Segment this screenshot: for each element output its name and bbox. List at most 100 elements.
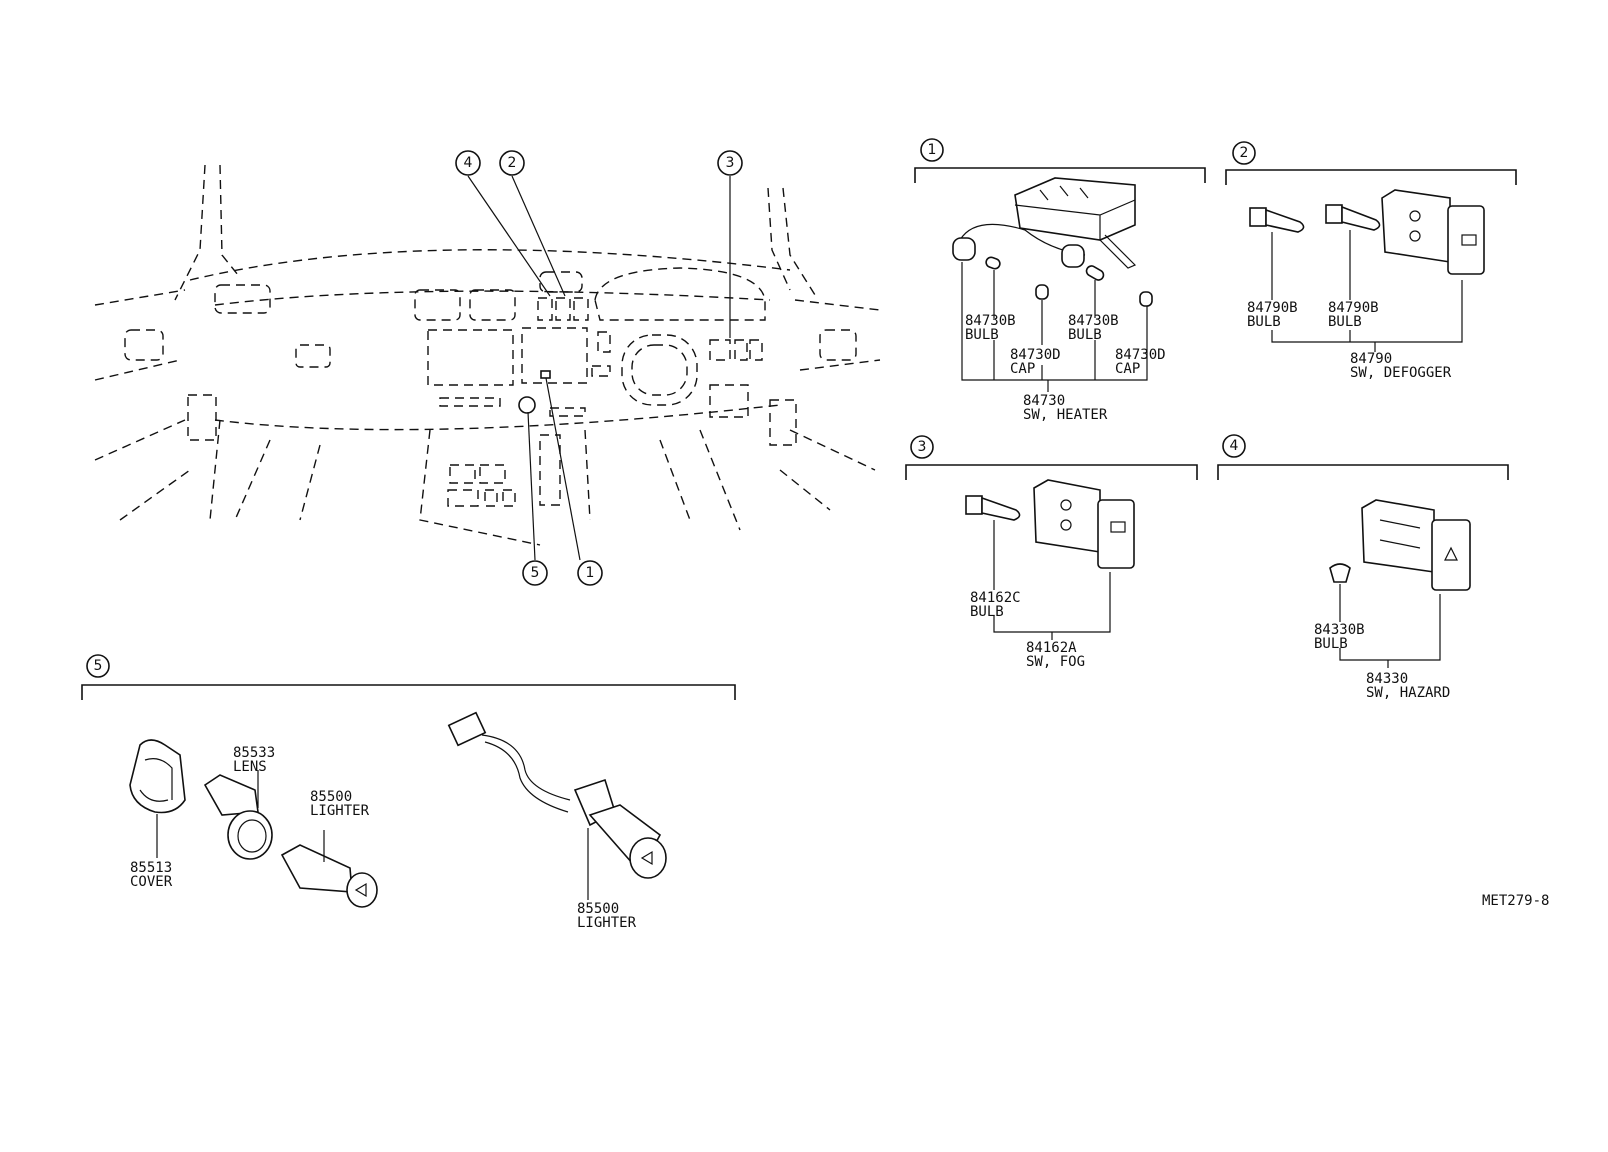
group-2-bulb-left-name: BULB <box>1247 314 1281 330</box>
hazard-switch-detail <box>1379 519 1421 549</box>
heater-control-unit <box>1014 177 1136 241</box>
lighter-element-body <box>280 844 353 893</box>
right-a-pillar <box>767 187 816 296</box>
defogger-bulb-left-base <box>1249 207 1267 227</box>
lighter-element-knob-mark <box>354 882 367 898</box>
group-3-number: 3 <box>918 439 927 455</box>
heater-cap-right <box>1139 291 1153 307</box>
console-slot-1 <box>449 464 476 484</box>
hazard-switch-symbol <box>1444 546 1458 561</box>
group-1-cap-right-number: 84730D <box>1115 347 1166 363</box>
console-slot-2 <box>479 464 506 484</box>
defogger-switch-lens-b <box>1409 230 1421 242</box>
callout-1-circle <box>577 560 603 586</box>
group-1-heater-switch: 1 84730B BULB 84730D CAP 84730B BULB 847… <box>914 138 1206 423</box>
instrument-cluster <box>594 267 766 321</box>
callout-3-label: 3 <box>726 155 735 171</box>
group-1-leaders <box>961 262 1148 392</box>
group-3-leaders <box>993 520 1111 640</box>
group-2-circle <box>1232 141 1256 165</box>
group-2-number: 2 <box>1240 145 1249 161</box>
steering-wheel <box>621 334 698 406</box>
group-1-assy-name: SW, HEATER <box>1023 407 1108 423</box>
lighter-harness-2 <box>484 741 569 813</box>
leader-2 <box>511 175 566 297</box>
defogger-switch-face <box>1447 205 1485 275</box>
right-lower-box <box>709 384 749 418</box>
console-slot-3 <box>447 489 479 507</box>
lighter2-name: LIGHTER <box>577 915 637 931</box>
lighter-location <box>518 396 536 414</box>
defogger-switch-indicator <box>1461 234 1477 246</box>
heater-bulb-left <box>985 256 1001 270</box>
fog-switch-face <box>1097 499 1135 569</box>
callout-4-label: 4 <box>464 155 473 171</box>
console-slot-5 <box>502 489 516 507</box>
group-1-bulb-right-name: BULB <box>1068 327 1102 343</box>
lighter-lens-body <box>203 774 259 816</box>
group-1-bulb-left-number: 84730B <box>965 313 1016 329</box>
callout-3-circle <box>717 150 743 176</box>
steering-hub <box>631 344 688 396</box>
lighter-lens-inner <box>237 819 267 853</box>
lighter-number: 85500 <box>310 789 352 805</box>
group-4-bracket <box>1217 464 1509 480</box>
fog-switch-indicator <box>1110 521 1126 533</box>
group-4-circle <box>1222 434 1246 458</box>
group-3-assy-number: 84162A <box>1026 640 1077 656</box>
group-4-bulb-name: BULB <box>1314 636 1348 652</box>
shifter <box>539 434 561 506</box>
lighter-name: LIGHTER <box>310 803 370 819</box>
group-2-assy-number: 84790 <box>1350 351 1392 367</box>
dash-lower <box>214 404 781 431</box>
ashtray-slot <box>549 407 586 417</box>
group-4-number: 4 <box>1230 438 1239 454</box>
center-panel-left <box>427 329 514 386</box>
dashboard-overview: 4 2 3 5 1 <box>94 150 881 586</box>
fog-switch-lens-a <box>1060 499 1072 511</box>
fog-bulb-glass <box>981 496 1021 521</box>
group-1-bracket <box>914 167 1206 183</box>
switch-bank-2b <box>555 297 571 321</box>
lighter-harness <box>481 734 571 801</box>
group-1-cap-left-number: 84730D <box>1010 347 1061 363</box>
group-4-leaders <box>1339 584 1441 668</box>
group-4-assy-number: 84330 <box>1366 671 1408 687</box>
left-door-line <box>94 289 191 521</box>
group-1-number: 1 <box>928 142 937 158</box>
left-small-vent <box>295 344 331 368</box>
dash-top-2 <box>214 290 771 306</box>
lighter-assy-knob <box>629 837 667 879</box>
callout-5-circle <box>522 560 548 586</box>
left-lower-box <box>187 394 217 441</box>
heater-cable <box>1099 234 1137 269</box>
center-vent-1 <box>414 289 461 321</box>
lighter-connector <box>447 711 487 747</box>
leader-1 <box>545 377 581 561</box>
group-2-defogger-switch: 2 84790B BULB 84790B BULB 84790 SW, DEFO… <box>1225 141 1517 381</box>
heater-switch-location <box>540 370 551 379</box>
floor-right <box>659 429 741 531</box>
group-3-bulb-number: 84162C <box>970 590 1021 606</box>
radio-slot <box>439 397 501 407</box>
group-5-number: 5 <box>94 658 103 674</box>
group-1-bulb-left-name: BULB <box>965 327 999 343</box>
defogger-bulb-right-glass <box>1341 205 1381 231</box>
left-a-pillar <box>174 164 239 301</box>
callout-2-label: 2 <box>508 155 517 171</box>
group-1-bulb-right-number: 84730B <box>1068 313 1119 329</box>
floor-left <box>209 419 321 521</box>
right-door-line <box>779 299 881 511</box>
switch-bank-3b <box>734 339 748 361</box>
callout-1-label: 1 <box>586 565 595 581</box>
right-kick-box <box>769 399 797 446</box>
lighter-element-knob <box>346 872 378 908</box>
group-3-bulb-name: BULB <box>970 604 1004 620</box>
group-2-bulb-right-number: 84790B <box>1328 300 1379 316</box>
console-slot-4 <box>484 489 498 507</box>
group-2-bulb-right-name: BULB <box>1328 314 1362 330</box>
group-4-assy-name: SW, HAZARD <box>1366 685 1450 701</box>
group-5-bracket <box>81 684 736 700</box>
group-4-hazard-switch: 4 84330B BULB 84330 SW, HAZARD <box>1217 434 1509 701</box>
